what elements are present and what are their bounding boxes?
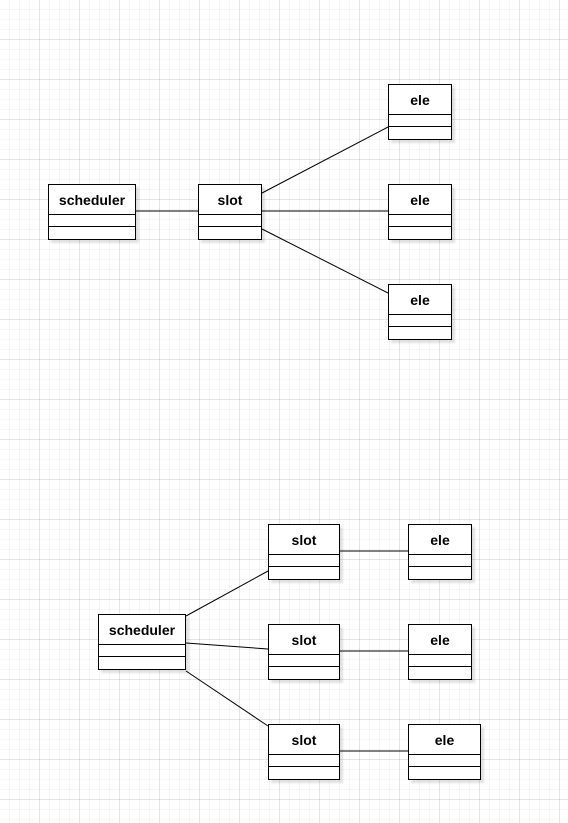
class-name: ele [389, 285, 451, 315]
class-box-ele-1-bottom[interactable]: ele [408, 524, 472, 580]
class-box-scheduler-bottom[interactable]: scheduler [98, 614, 186, 670]
class-name: slot [199, 185, 261, 215]
methods-compartment [199, 227, 261, 239]
class-name: slot [269, 625, 339, 655]
class-box-ele-1-top[interactable]: ele [388, 84, 452, 140]
methods-compartment [99, 657, 185, 669]
attributes-compartment [49, 215, 135, 227]
attributes-compartment [389, 315, 451, 327]
methods-compartment [389, 227, 451, 239]
class-box-slot-top[interactable]: slot [198, 184, 262, 240]
class-name: ele [389, 85, 451, 115]
attributes-compartment [99, 645, 185, 657]
methods-compartment [389, 327, 451, 339]
attributes-compartment [269, 755, 339, 767]
connector-scheduler-slot-3-bottom[interactable] [185, 670, 269, 727]
class-name: ele [409, 625, 471, 655]
methods-compartment [389, 127, 451, 139]
attributes-compartment [389, 215, 451, 227]
attributes-compartment [409, 555, 471, 567]
methods-compartment [269, 667, 339, 679]
methods-compartment [49, 227, 135, 239]
methods-compartment [409, 667, 471, 679]
attributes-compartment [269, 655, 339, 667]
class-box-ele-2-bottom[interactable]: ele [408, 624, 472, 680]
class-name: slot [269, 725, 339, 755]
connector-slot-ele-3-top[interactable] [261, 228, 389, 294]
class-name: scheduler [49, 185, 135, 215]
class-box-slot-3-bottom[interactable]: slot [268, 724, 340, 780]
attributes-compartment [409, 755, 480, 767]
class-name: scheduler [99, 615, 185, 645]
connector-slot-ele-1-top[interactable] [261, 126, 389, 194]
attributes-compartment [409, 655, 471, 667]
class-box-ele-2-top[interactable]: ele [388, 184, 452, 240]
methods-compartment [269, 767, 339, 779]
class-box-ele-3-bottom[interactable]: ele [408, 724, 481, 780]
connector-scheduler-slot-1-bottom[interactable] [185, 570, 269, 617]
methods-compartment [409, 567, 471, 579]
class-name: ele [409, 725, 480, 755]
methods-compartment [269, 567, 339, 579]
class-name: ele [389, 185, 451, 215]
methods-compartment [409, 767, 480, 779]
class-box-scheduler-top[interactable]: scheduler [48, 184, 136, 240]
attributes-compartment [269, 555, 339, 567]
attributes-compartment [389, 115, 451, 127]
class-box-ele-3-top[interactable]: ele [388, 284, 452, 340]
class-box-slot-2-bottom[interactable]: slot [268, 624, 340, 680]
class-box-slot-1-bottom[interactable]: slot [268, 524, 340, 580]
class-name: ele [409, 525, 471, 555]
connector-scheduler-slot-2-bottom[interactable] [185, 642, 269, 650]
attributes-compartment [199, 215, 261, 227]
class-name: slot [269, 525, 339, 555]
